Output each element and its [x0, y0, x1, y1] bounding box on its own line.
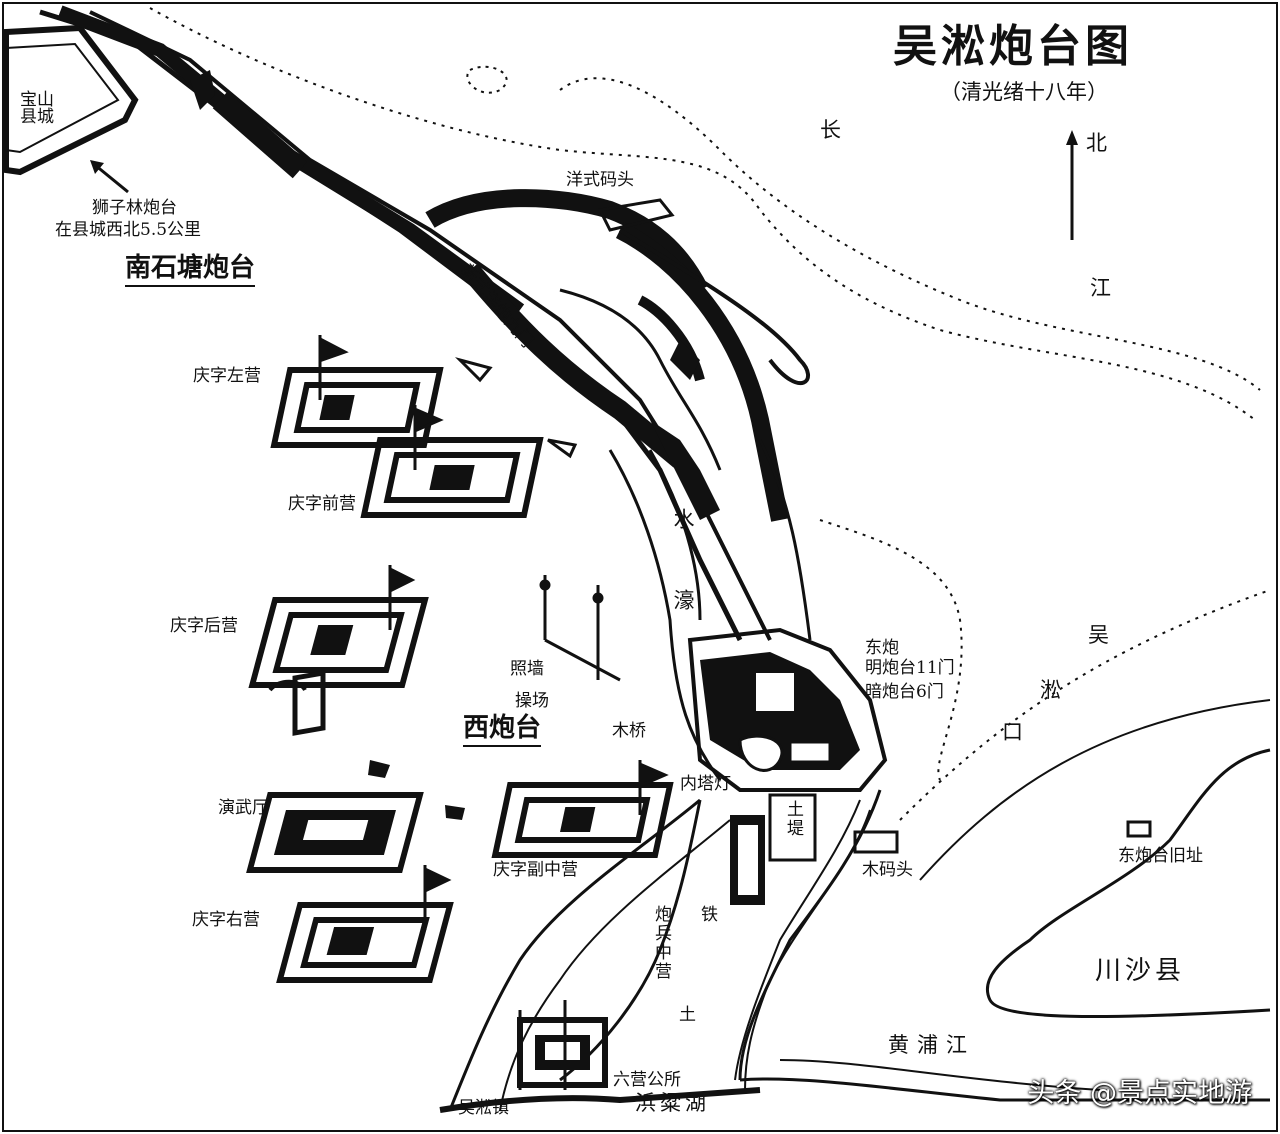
yanwuting-label: 演武厅 — [218, 798, 269, 818]
qingzi-qianying-label: 庆字前营 — [288, 494, 356, 514]
tiye-label: 铁 — [697, 905, 717, 924]
yangshi-matou-label: 洋式码头 — [566, 170, 634, 190]
flag-poles — [318, 335, 669, 1090]
neitadeng-label: 内塔灯 — [680, 774, 731, 794]
map-subtitle: （清光绪十八年） — [940, 80, 1108, 104]
paotai-note-1: 东炮 — [865, 638, 899, 658]
changjiang-shoreline-2 — [559, 77, 1261, 391]
mamatou-label: 木码头 — [862, 860, 913, 880]
changjiang-label-1: 长 — [820, 118, 841, 142]
bianbingzhongying-label: 炮兵中营 — [651, 905, 671, 981]
north-label: 北 — [1086, 131, 1107, 155]
baoshan-town-wall — [2, 24, 139, 176]
chuansha-bank — [985, 748, 1271, 1019]
new-fort-complex — [425, 189, 811, 522]
paotai-note-3: 暗炮台6门 — [865, 682, 944, 702]
qingzi-houying-label: 庆字后营 — [170, 616, 238, 636]
watermark: 头条 @景点实地游 — [1027, 1078, 1252, 1109]
liuying-gongsuo-label: 六营公所 — [613, 1070, 681, 1090]
wharf-block — [853, 830, 899, 854]
huangpu-banks — [439, 789, 1270, 1113]
shuichan-label: 水濠 — [671, 508, 695, 670]
camp-blocks — [246, 367, 674, 1088]
east-fort-complex — [687, 627, 888, 792]
north-arrow-icon — [1066, 130, 1078, 240]
shizilin-label: 狮子林炮台 — [92, 198, 177, 218]
qingzi-youying-label: 庆字右营 — [192, 910, 260, 930]
zhaoqiang-label: 照墙 — [510, 659, 544, 679]
wusongkou-label-1: 吴 — [1088, 623, 1109, 647]
map-title: 吴淞炮台图 — [893, 21, 1133, 72]
tuti-block — [768, 793, 817, 862]
wusongkou-label-3: 口 — [1002, 720, 1023, 744]
chuanshaxian-label: 川沙县 — [1095, 956, 1186, 986]
main-embankment — [39, 5, 772, 642]
caochang-label: 操场 — [515, 691, 549, 711]
dongpaotai-label: 东炮台旧址 — [1118, 846, 1203, 866]
qingzi-zuoying-label: 庆字左营 — [193, 366, 261, 386]
tu-label: 土 — [675, 1005, 695, 1024]
xipaotai-label: 西炮台 — [463, 715, 542, 747]
shuichan-channel — [608, 449, 722, 781]
paotai-note-2: 明炮台11门 — [865, 658, 955, 678]
huangpujiang-label: 黄浦江 — [888, 1033, 975, 1057]
changjiang-label-2: 江 — [1090, 276, 1111, 300]
nanshitang-label: 南石塘炮台 — [125, 255, 256, 287]
shizilin-note: 在县城西北5.5公里 — [55, 220, 202, 240]
tuti-label: 土堤 — [783, 800, 803, 838]
wusongzhen-label: 吴淞镇 — [458, 1098, 509, 1118]
baoshan-label: 宝山县城 — [20, 90, 54, 127]
bangnianbang-label: 浜粱湖 — [635, 1091, 710, 1115]
wusongkou-shoreline — [819, 519, 963, 781]
muqiao-label: 木桥 — [612, 721, 646, 741]
wusongkou-label-2: 淞 — [1040, 678, 1061, 702]
dongpaotai-icon — [1126, 820, 1152, 838]
qingzi-fuzhongying-label: 庆字副中营 — [493, 860, 578, 880]
shizilin-pointer — [94, 163, 129, 194]
